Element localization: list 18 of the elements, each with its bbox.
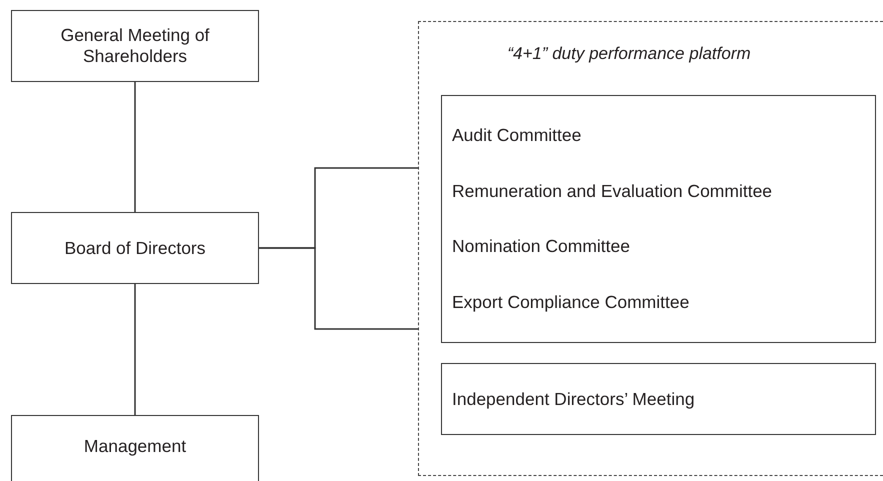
node-text: Remuneration and Evaluation Committee <box>452 180 774 202</box>
group-title: “4+1” duty performance platform <box>506 44 752 64</box>
node-text: Board of Directors <box>63 238 207 258</box>
node-text: General Meeting of Shareholders <box>60 25 210 67</box>
connector-line <box>259 247 418 330</box>
org-box <box>11 10 259 82</box>
committee-box <box>441 363 876 435</box>
node-text: Management <box>82 436 188 457</box>
committee-box <box>441 95 876 343</box>
dashed-group-box <box>418 21 883 476</box>
node-text: Nomination Committee <box>452 236 631 258</box>
org-box <box>11 415 259 481</box>
node-text: Independent Directors’ Meeting <box>452 388 696 410</box>
connector-line <box>134 284 136 415</box>
connector-line <box>134 82 136 212</box>
node-text: Export Compliance Committee <box>452 292 690 313</box>
org-box <box>11 212 259 284</box>
node-text: Audit Committee <box>452 125 582 146</box>
